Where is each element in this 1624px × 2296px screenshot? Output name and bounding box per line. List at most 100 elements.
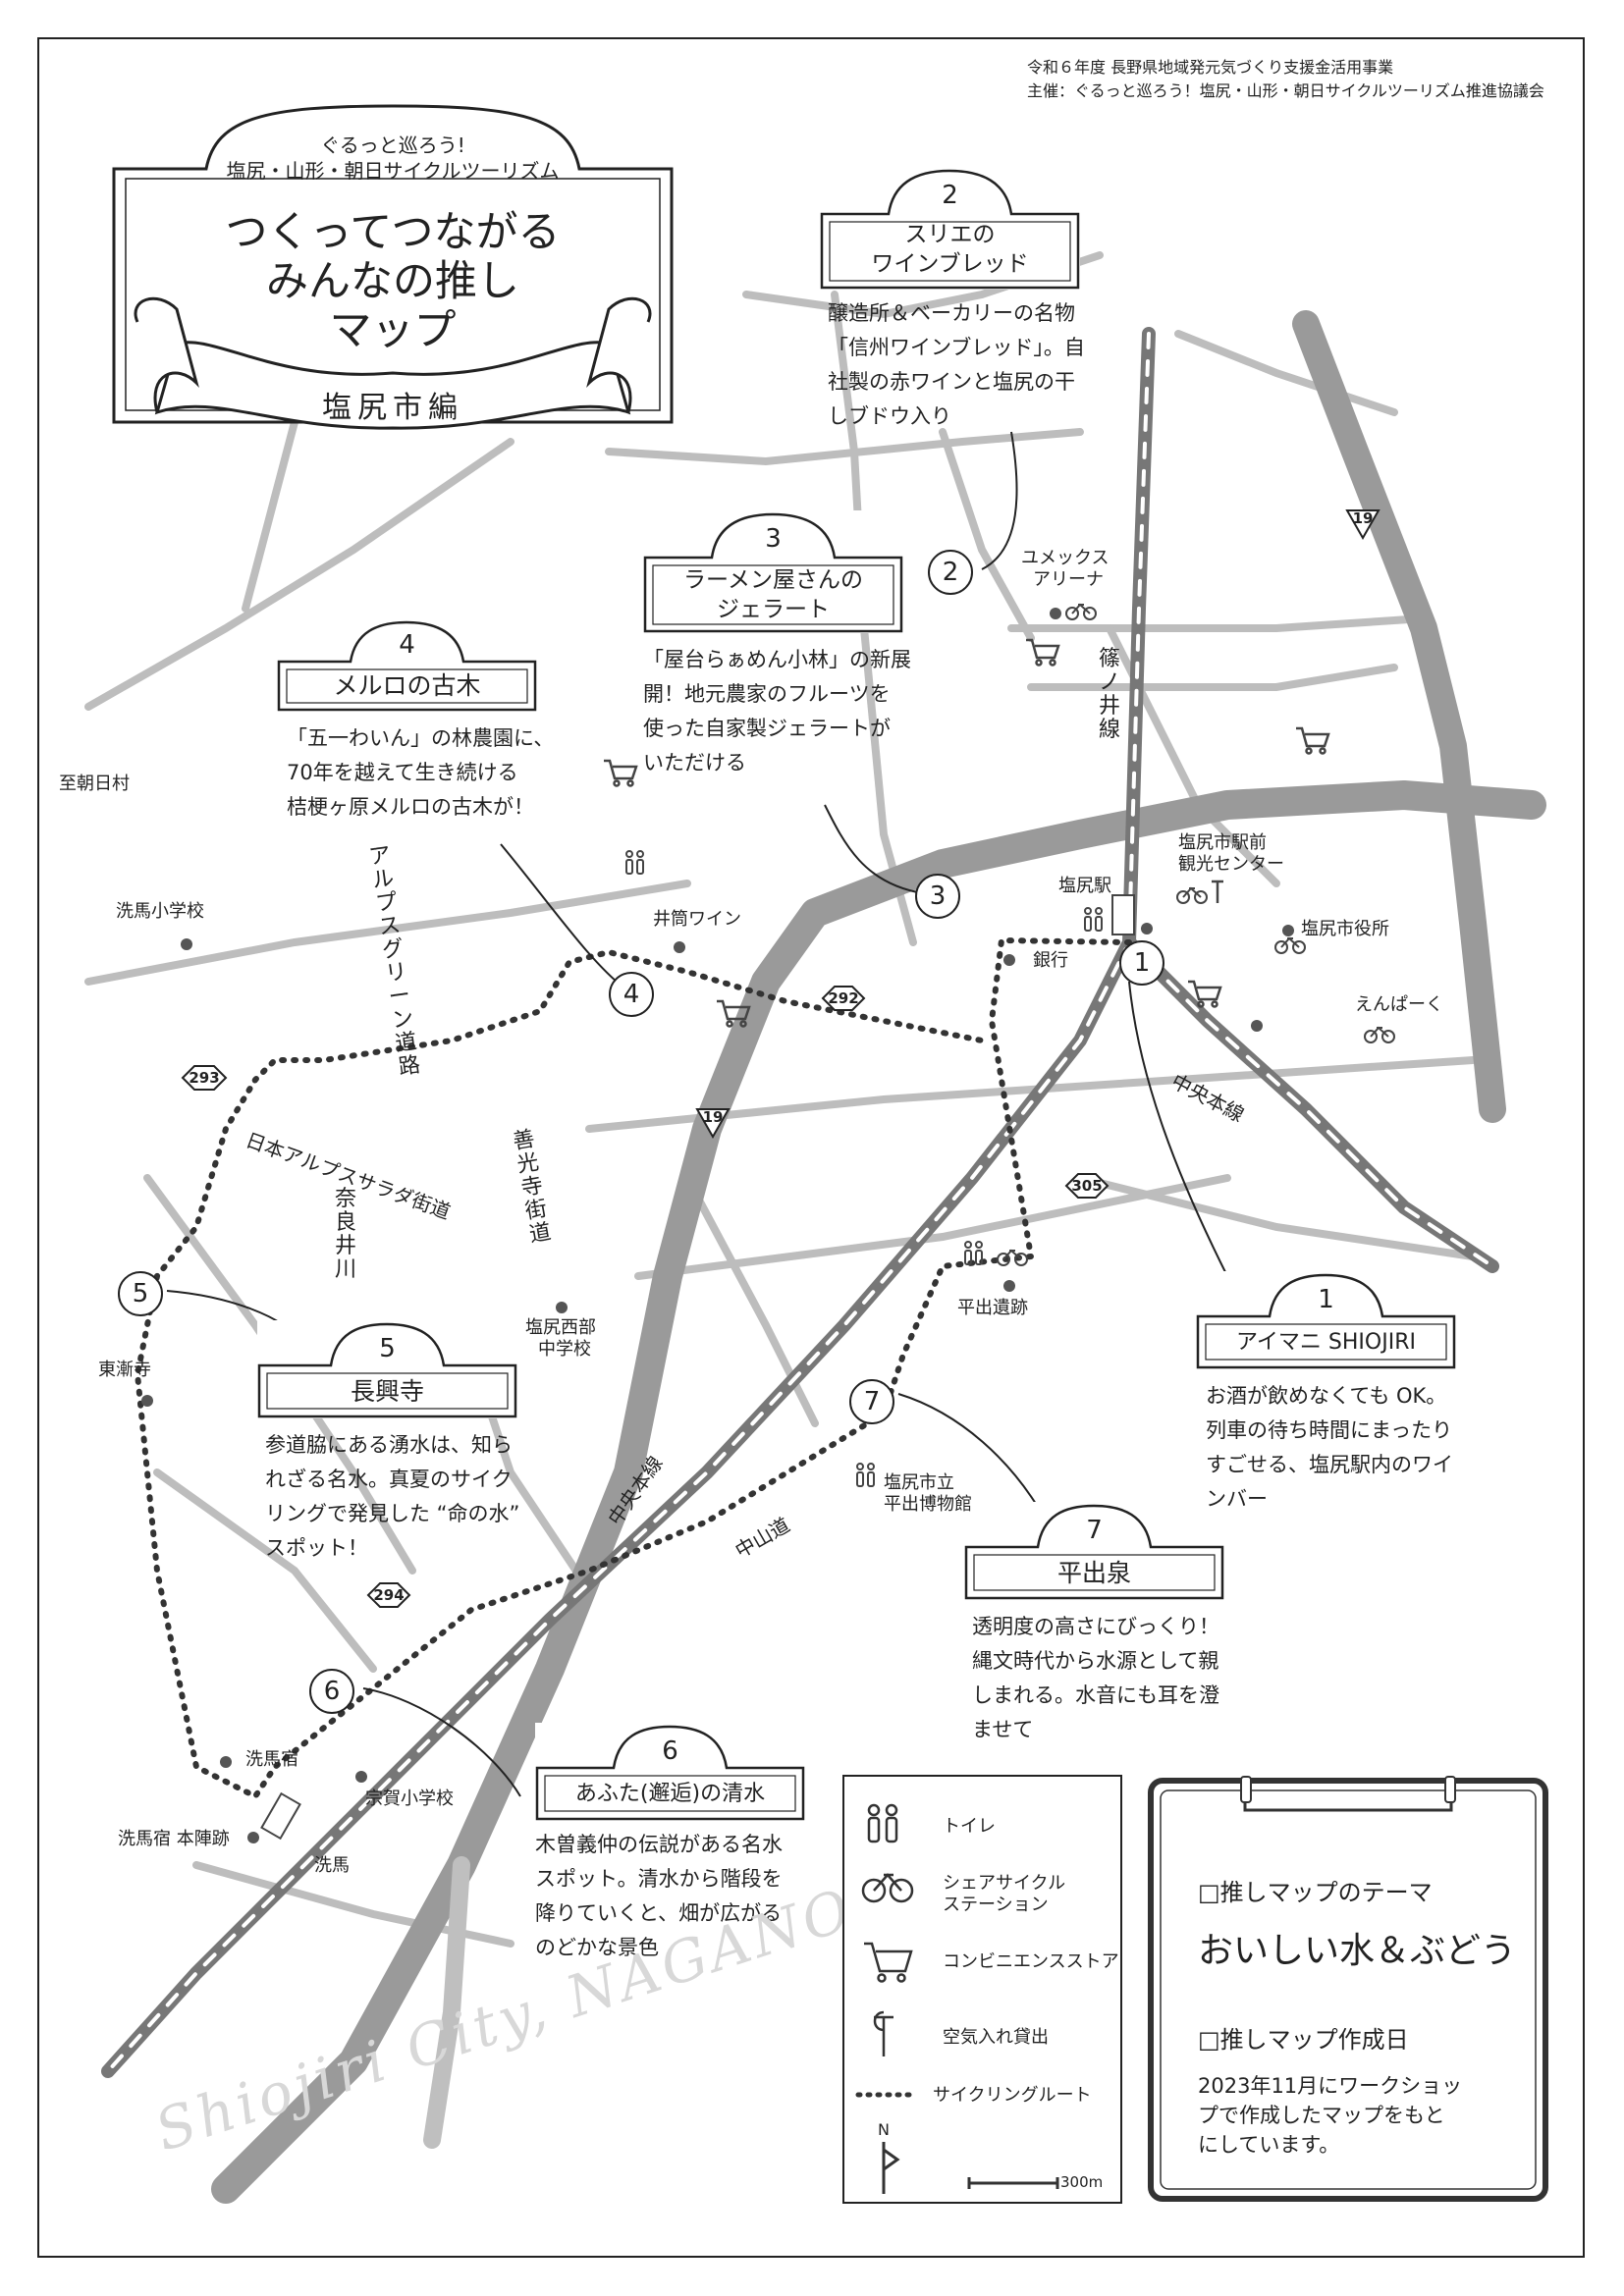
route-305: 305 xyxy=(1071,1177,1103,1195)
legend-bike-label: ステーション xyxy=(943,1895,1049,1915)
minor-roads xyxy=(84,251,1477,1948)
map-marker-3[interactable]: 3 xyxy=(915,874,960,919)
map-marker-1[interactable]: 1 xyxy=(1119,940,1164,986)
toilet-icons xyxy=(625,850,1103,1487)
spot-number: 1 xyxy=(1318,1285,1334,1314)
spot-card-7: 7 平出泉 xyxy=(964,1502,1224,1600)
leader-lines xyxy=(166,431,1228,1797)
rivers xyxy=(211,310,1546,2204)
map-marker-6[interactable]: 6 xyxy=(309,1669,354,1714)
spot-number: 4 xyxy=(399,630,415,660)
title-frame xyxy=(112,104,674,430)
spot-card-4: 4 メルロの古木 xyxy=(277,618,537,712)
legend-box: トイレ シェアサイクル ステーション コンビニエンスストア 空気入れ貸出 サイク… xyxy=(842,1775,1122,2204)
spot-2-description: 醸造所＆ベーカリーの名物「信州ワインブレッド」。自社製の赤ワインと塩尻の干しブド… xyxy=(828,301,1085,428)
label-seba-juku: 洗馬宿 xyxy=(245,1749,298,1770)
legend-bike-label: シェアサイクル xyxy=(943,1873,1066,1894)
spot-number: 6 xyxy=(662,1736,678,1766)
spot-3-description: 「屋台らぁめん小林」の新展開！地元農家のフルーツを使った自家製ジェラートがいただ… xyxy=(643,648,911,774)
north-label: N xyxy=(878,2120,890,2139)
label-station-center: 塩尻市駅前 xyxy=(1178,832,1267,853)
label-museum: 塩尻市立 xyxy=(884,1472,954,1493)
legend-route-label: サイクリングルート xyxy=(933,2085,1092,2106)
spot-1-description: お酒が飲めなくても OK。列車の待ち時間にまったりすごせる、塩尻駅内のワインバー xyxy=(1206,1384,1453,1511)
route-294: 294 xyxy=(373,1586,405,1604)
spot-number: 5 xyxy=(379,1334,396,1363)
label-museum: 平出博物館 xyxy=(884,1494,972,1515)
label-shinonoi-line: 篠ノ井線 xyxy=(1098,647,1120,742)
route-292: 292 xyxy=(828,989,859,1007)
bike-icons xyxy=(997,603,1395,1266)
title-tagline-2: 塩尻・山形・朝日サイクルツーリズム xyxy=(226,159,560,183)
map-marker-4[interactable]: 4 xyxy=(609,972,654,1017)
memo-board: □推しマップのテーマ おいしい水＆ぶどう □推しマップ作成日 2023年11月に… xyxy=(1147,1775,1549,2204)
label-senba-school: 洗馬小学校 xyxy=(116,901,204,922)
spot-card-1: 1 アイマニ SHIOJIRI xyxy=(1196,1271,1456,1369)
spot-title: アイマニ SHIOJIRI xyxy=(1236,1330,1416,1355)
map-frame xyxy=(37,37,1585,2258)
label-umex-arena: アリーナ xyxy=(1033,569,1104,590)
spot-card-6: 6 あふた(邂逅)の清水 xyxy=(535,1723,805,1821)
spot-title: スリエの xyxy=(904,222,996,247)
scale-label: 300m xyxy=(1060,2173,1104,2191)
poi-dots xyxy=(141,608,1294,1843)
title-line-2: みんなの推し xyxy=(266,257,519,306)
station-rects xyxy=(260,894,1135,1841)
label-soga-school: 宗賀小学校 xyxy=(365,1789,454,1809)
spot-card-5: 5 長興寺 xyxy=(257,1320,517,1418)
spot-number: 7 xyxy=(1086,1516,1103,1545)
map-marker-7[interactable]: 7 xyxy=(849,1379,894,1424)
legend-toilet-label: トイレ xyxy=(943,1816,996,1837)
label-idutsu-wine: 井筒ワイン xyxy=(653,909,741,930)
spot-card-3: 3 ラーメン屋さんの ジェラート xyxy=(643,510,903,633)
spot-7-description: 透明度の高さにびっくり！縄文時代から水源として親しまれる。水音にも耳を澄ませて xyxy=(972,1615,1219,1741)
route-293: 293 xyxy=(189,1069,220,1087)
legend-store-label: コンビニエンスストア xyxy=(943,1951,1119,1972)
label-west-school: 塩尻西部 xyxy=(525,1317,596,1338)
scale-bar xyxy=(967,2177,1059,2189)
spot-title: ワインブレッド xyxy=(871,251,1029,277)
label-umex-arena: ユメックス xyxy=(1021,548,1110,568)
title-ribbon: 塩尻市編 xyxy=(322,391,463,425)
spot-6-description: 木曽義仲の伝説がある名水スポット。清水から階段を降りていくと、畑が広がるのどかな… xyxy=(535,1833,783,1959)
map-marker-2[interactable]: 2 xyxy=(928,550,973,595)
title-card: ぐるっと巡ろう! 塩尻・山形・朝日サイクルツーリズム つくってつながる みんなの… xyxy=(98,98,687,432)
label-shiojiri-station: 塩尻駅 xyxy=(1058,876,1111,896)
label-asahi: 至朝日村 xyxy=(59,774,130,794)
spot-title: 平出泉 xyxy=(1056,1559,1131,1587)
label-narai-river: 奈良井川 xyxy=(334,1187,356,1282)
credit-line-1: 令和６年度 長野県地域発元気づくり支援金活用事業 xyxy=(1027,58,1394,77)
title-line-1: つくってつながる xyxy=(225,208,561,257)
label-seba-station: 洗馬 xyxy=(314,1855,350,1876)
spot-5-description: 参道脇にある湧水は、知られざる名水。真夏のサイクリングで発見した “命の水”スポ… xyxy=(265,1433,520,1560)
label-enpark: えんぱーく xyxy=(1355,994,1443,1015)
label-city-hall: 塩尻市役所 xyxy=(1301,919,1389,939)
credit-line-2: 主催：ぐるっと巡ろう！塩尻・山形・朝日サイクルツーリズム推進協議会 xyxy=(1027,81,1544,100)
title-line-3: マップ xyxy=(329,306,457,355)
label-station-center: 観光センター xyxy=(1178,854,1284,875)
label-tozenji: 東漸寺 xyxy=(98,1360,151,1380)
spot-title: ラーメン屋さんの xyxy=(682,567,864,593)
memo-date-label: □推しマップ作成日 xyxy=(1198,2026,1409,2054)
label-honjin: 洗馬宿 本陣跡 xyxy=(118,1829,230,1849)
legend-pump-label: 空気入れ貸出 xyxy=(943,2027,1049,2048)
spot-number: 2 xyxy=(942,181,958,210)
label-west-school: 中学校 xyxy=(538,1339,591,1360)
cart-icons xyxy=(604,638,1330,1028)
route-shields xyxy=(181,509,1380,1608)
spot-title: ジェラート xyxy=(717,597,830,622)
cycling-route xyxy=(134,936,1132,1800)
label-bank: 銀行 xyxy=(1033,950,1068,971)
map-marker-5[interactable]: 5 xyxy=(118,1271,163,1316)
label-hiraide-ruins: 平出遺跡 xyxy=(957,1298,1028,1318)
spot-card-2: 2 スリエの ワインブレッド xyxy=(820,167,1080,290)
spot-number: 3 xyxy=(765,524,782,554)
pump-icon xyxy=(1212,880,1223,903)
route-19-north: 19 xyxy=(1352,509,1374,527)
railways xyxy=(101,327,1499,2078)
memo-note: 2023年11月にワークショップで作成したマップをもとにしています。 xyxy=(1198,2074,1463,2157)
legend-icons xyxy=(855,1803,914,2194)
route-19-south: 19 xyxy=(702,1108,724,1126)
memo-frame xyxy=(1148,1776,1548,2202)
